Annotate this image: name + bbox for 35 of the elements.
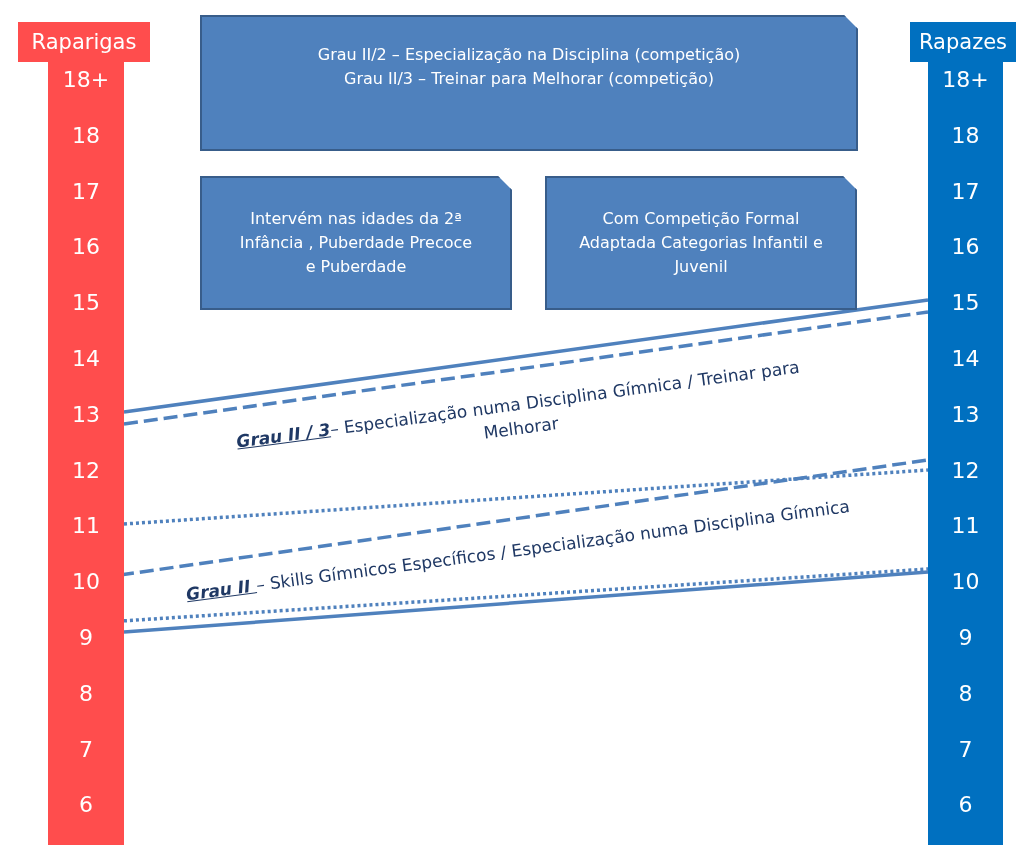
age-number: 17 <box>71 178 101 205</box>
age-number: 11 <box>71 513 101 540</box>
age-number: 15 <box>950 290 981 317</box>
age-number: 9 <box>957 625 974 651</box>
age-number: 10 <box>71 569 101 596</box>
age-number: 16 <box>950 234 981 261</box>
column-heading: Raparigas <box>18 22 150 62</box>
age-number: 17 <box>950 178 981 205</box>
age-number: 8 <box>957 680 974 707</box>
age-number: 16 <box>71 234 101 261</box>
age-number: 6 <box>78 792 94 819</box>
age-number: 14 <box>950 346 981 372</box>
age-number: 9 <box>78 625 94 651</box>
age-number: 8 <box>78 680 94 707</box>
age-number: 18+ <box>61 67 111 93</box>
age-number: 12 <box>71 457 101 484</box>
age-number: 7 <box>78 736 94 763</box>
text-box: Grau II/2 – Especialização na Disciplina (competição) Grau II/3 – Treinar para Melhorar (competição) <box>200 15 858 151</box>
age-number: 6 <box>957 792 974 819</box>
text-box: Com Competição Formal Adaptada Categorias Infantil e Juvenil <box>545 176 857 310</box>
age-number: 14 <box>71 346 101 372</box>
age-scale-bar <box>928 62 1003 845</box>
age-number: 11 <box>950 513 981 540</box>
age-number: 7 <box>957 736 974 763</box>
age-number: 18+ <box>941 67 990 93</box>
age-number: 15 <box>71 290 101 317</box>
text-box: Intervém nas idades da 2ª Infância , Puberdade Precoce e Puberdade <box>200 176 512 310</box>
age-scale-bar <box>48 62 124 845</box>
age-number: 18 <box>950 122 981 149</box>
column-heading: Rapazes <box>910 22 1016 62</box>
age-number: 13 <box>950 401 981 428</box>
age-number: 12 <box>950 457 981 484</box>
age-number: 10 <box>950 569 981 596</box>
age-number: 13 <box>71 401 101 428</box>
age-number: 18 <box>71 122 101 149</box>
